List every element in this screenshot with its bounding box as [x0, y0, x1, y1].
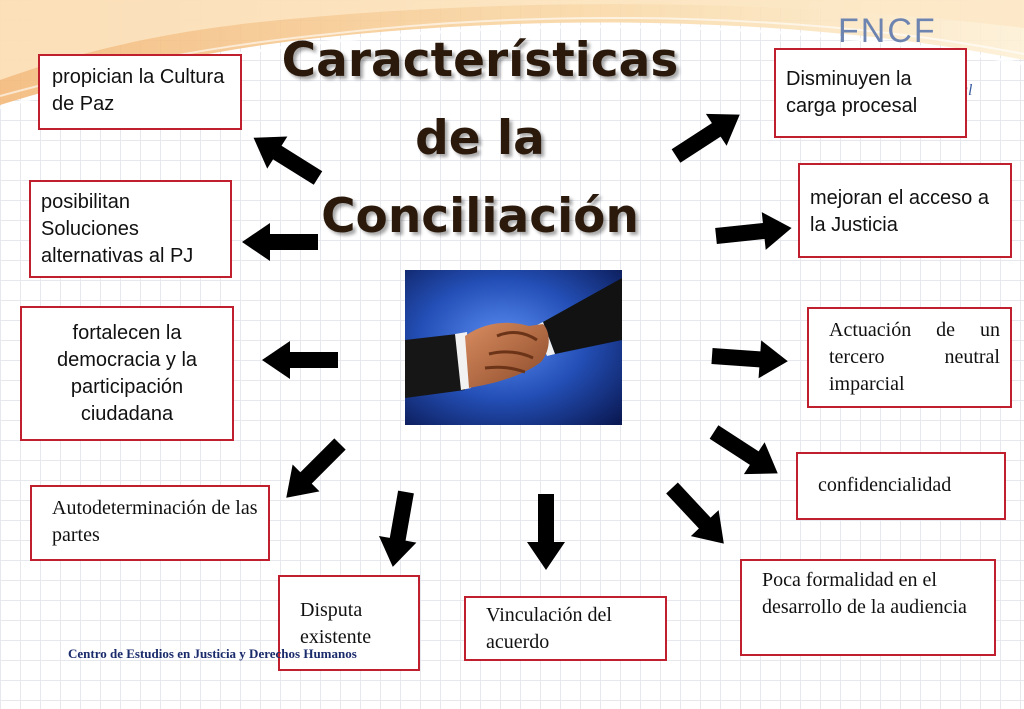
arrow-to-cultura-de-paz [243, 121, 329, 195]
title-line-1: Características [281, 33, 679, 88]
page-title: Características de la Conciliación [250, 22, 710, 256]
characteristic-confidencialidad: confidencialidad [796, 452, 1006, 520]
characteristic-poca-formalidad: Poca formalidad en el desarrollo de la a… [740, 559, 996, 656]
arrow-to-carga-procesal [665, 98, 751, 172]
footer-credit: Centro de Estudios en Justicia y Derecho… [68, 646, 357, 661]
arrow-to-actuacion-tercero [710, 337, 790, 381]
arrow-to-disputa-existente [374, 488, 425, 571]
arrow-to-poca-formalidad [658, 475, 738, 557]
characteristic-acceso-justicia: mejoran el acceso a la Justicia [798, 163, 1012, 258]
arrow-to-confidencialidad [703, 416, 789, 490]
characteristic-cultura-de-paz: propician la Cultura de Paz [38, 54, 242, 130]
title-line-2: de la [415, 111, 545, 166]
handshake-photo [405, 270, 622, 425]
characteristic-actuacion-tercero: Actuación de un tercero neutral imparcia… [807, 307, 1012, 408]
arrow-to-vinculacion [527, 494, 565, 570]
characteristic-autodeterminacion: Autodeterminación de las partes [30, 485, 270, 561]
arrow-to-acceso-justicia [714, 209, 794, 255]
arrow-to-soluciones-alternativas [242, 223, 318, 261]
characteristic-disputa-existente: Disputa existente [278, 575, 420, 671]
logo: FNCF [838, 12, 937, 50]
characteristic-democracia: fortalecen la democracia y la participac… [20, 306, 234, 441]
arrow-to-democracia [262, 341, 338, 379]
title-line-3: Conciliación [321, 189, 639, 244]
arrow-to-autodeterminacion [272, 430, 354, 512]
characteristic-soluciones-alternativas: posibilitan Soluciones alternativas al P… [29, 180, 232, 278]
characteristic-carga-procesal: Disminuyen la carga procesal [774, 48, 967, 138]
characteristic-vinculacion: Vinculación del acuerdo [464, 596, 667, 661]
